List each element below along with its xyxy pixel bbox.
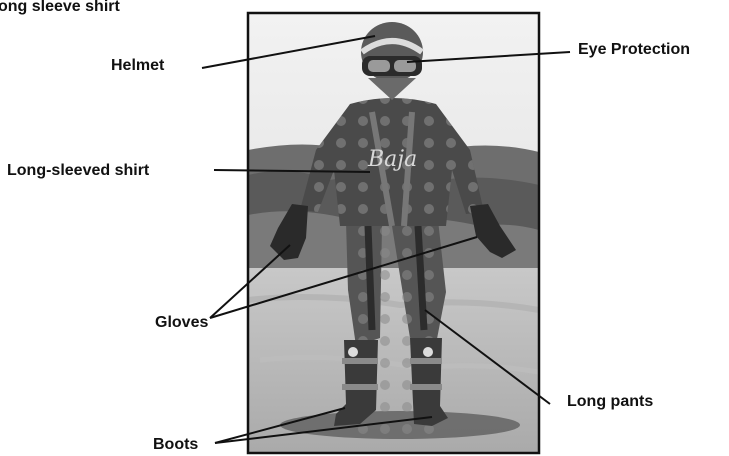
jersey-text: Baja: [367, 147, 417, 172]
rider-photo: Baja: [248, 13, 539, 456]
